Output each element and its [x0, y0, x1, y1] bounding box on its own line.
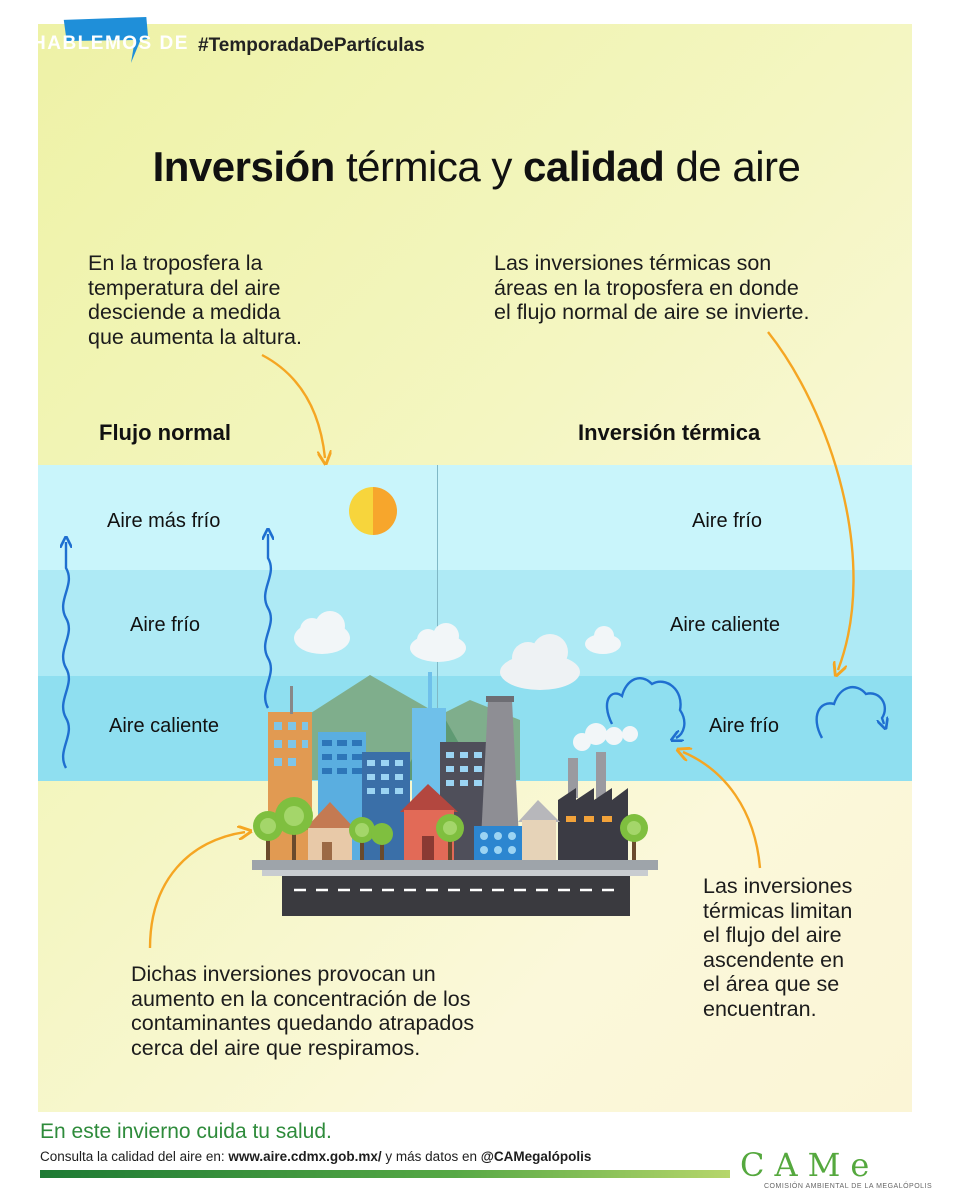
footer-consult-mid: y más datos en	[381, 1149, 481, 1164]
tree-icon	[349, 817, 375, 860]
header-badge	[63, 16, 149, 64]
note-right-line: Las inversiones	[703, 874, 853, 898]
normal-layer-label-top: Aire más frío	[107, 510, 221, 532]
note-left-line: aumento en la concentración de los	[131, 986, 471, 1011]
footer-consult-prefix: Consulta la calidad del aire en:	[40, 1149, 229, 1164]
tree-icon	[275, 797, 313, 860]
sun-icon	[349, 487, 397, 535]
inversion-layer-label-top: Aire frío	[692, 510, 763, 532]
cloud-icon	[500, 634, 580, 690]
intro-right-line: el flujo normal de aire se invierte.	[494, 300, 810, 324]
page-title: Inversión térmica y calidad de aire	[0, 143, 953, 191]
footer-url-link[interactable]: www.aire.cdmx.gob.mx/	[228, 1149, 382, 1164]
intro-right-line: Las inversiones térmicas son	[494, 251, 772, 275]
note-right-line: ascendente en	[703, 947, 845, 972]
normal-layer-label-bottom: Aire caliente	[109, 715, 220, 737]
intro-left-text: En la troposfera la temperatura del aire…	[88, 251, 302, 349]
header-hashtag: #TemporadaDePartículas	[198, 35, 425, 56]
normal-flow-heading: Flujo normal	[99, 420, 231, 445]
footer-green-bar	[40, 1170, 730, 1178]
cloud-icon	[585, 626, 621, 654]
intro-left-line: que aumenta la altura.	[88, 324, 302, 349]
air-layer-middle	[38, 570, 912, 676]
note-right-line: el flujo del aire	[703, 923, 842, 947]
inversion-layer-label-middle: Aire caliente	[670, 614, 781, 636]
wavy-up-arrow-icon	[63, 542, 69, 769]
cloud-icon	[410, 623, 466, 662]
title-part-1: Inversión	[152, 143, 336, 190]
footer-handle-link[interactable]: @CAMegalópolis	[480, 1149, 592, 1164]
title-part-3: calidad	[523, 143, 665, 190]
inversion-heading: Inversión térmica	[578, 420, 761, 445]
orange-arrow-icon	[683, 752, 762, 869]
city-illustration	[252, 672, 658, 916]
wavy-up-arrow-icon	[265, 534, 271, 709]
note-left-text: Dichas inversiones provocan un aumento e…	[131, 962, 474, 1060]
divider-line	[437, 465, 438, 781]
orange-arrow-icon	[148, 832, 245, 949]
note-right-line: térmicas limitan	[703, 898, 853, 923]
note-right-text: Las inversiones térmicas limitan el fluj…	[703, 874, 852, 1021]
intro-right-text: Las inversiones térmicas son áreas en la…	[494, 251, 810, 325]
title-part-2: térmica y	[334, 143, 524, 190]
intro-left-line: temperatura del aire	[88, 275, 281, 300]
note-left-line: Dichas inversiones provocan un	[131, 962, 436, 986]
curled-arrow-icon	[605, 677, 686, 738]
tree-icon	[620, 814, 648, 860]
orange-arrow-icon	[261, 353, 325, 458]
intro-left-line: desciende a medida	[88, 300, 281, 324]
background-panel	[38, 24, 912, 1112]
orange-arrow-icon	[767, 331, 855, 670]
tree-icon	[371, 823, 393, 860]
normal-layer-label-middle: Aire frío	[130, 614, 201, 636]
intro-right-line: áreas en la troposfera en donde	[494, 275, 799, 300]
note-right-line: encuentran.	[703, 996, 817, 1021]
note-right-line: el área que se	[703, 972, 840, 996]
title-part-4: de aire	[664, 143, 801, 190]
air-layer-top	[38, 465, 912, 570]
came-logo: CAMe	[740, 1146, 880, 1184]
curled-arrow-icon	[815, 685, 885, 739]
tree-icon	[436, 814, 464, 860]
note-left-line: cerca del aire que respiramos.	[131, 1035, 421, 1060]
inversion-layer-label-bottom: Aire frío	[709, 715, 780, 737]
header-badge-text: HABLEMOS DE	[32, 33, 189, 54]
came-logo-tagline: COMISIÓN AMBIENTAL DE LA MEGALÓPOLIS	[764, 1183, 933, 1190]
footer-consult-text: Consulta la calidad del aire en: www.air…	[40, 1149, 591, 1164]
footer-slogan: En este invierno cuida tu salud.	[40, 1120, 332, 1143]
intro-left-line: En la troposfera la	[88, 251, 263, 275]
note-left-line: contaminantes quedando atrapados	[131, 1011, 475, 1035]
cloud-icon	[294, 611, 350, 654]
